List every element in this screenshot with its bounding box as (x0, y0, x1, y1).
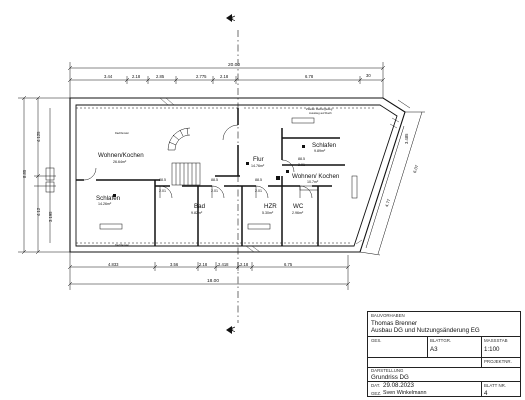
top-dimensions (67, 62, 386, 98)
dim-bottom-chain: 6.75 (284, 262, 293, 267)
massstab-label: MASSSTAB (484, 338, 508, 343)
section-letter: A (228, 326, 237, 332)
dim-top-chain: 2.775 (196, 74, 207, 79)
door-swings (83, 124, 313, 199)
door-height: 2.01 (255, 189, 262, 193)
section-marker-top: A (226, 14, 237, 22)
room-area: 10.7m² (307, 180, 319, 184)
room-markers (113, 145, 305, 197)
outer-walls (69, 97, 406, 253)
roof-windows (99, 117, 358, 230)
dim-bottom-chain: 2.18 (240, 262, 249, 267)
gez-label: GEZ. (371, 391, 382, 396)
projektnr-cell: PROJEKTNR. (481, 358, 520, 368)
room-name: WC (293, 203, 304, 210)
room-area: 26.64m² (113, 160, 127, 164)
dim-left-overall: 8.85 (22, 169, 27, 178)
left-dimensions (18, 95, 70, 255)
dim-left-chain: 4.12 (36, 207, 41, 216)
room-name: Wohnen/Kochen (98, 152, 144, 159)
dim-top-chain: 2.18 (132, 74, 141, 79)
exit-note-line2: Ausstieg auf Dach (309, 111, 332, 115)
section-marker-bottom: A (226, 326, 237, 334)
room-area: 9.89m² (314, 149, 326, 153)
left-detail (45, 167, 55, 193)
darstellung-value: Grundriss DG (371, 374, 409, 381)
bottom-dimensions (67, 252, 351, 290)
dim-top-small: 30 (366, 73, 371, 78)
room-area: 9.82m² (191, 211, 203, 215)
door-dimensions: 88.5 2.01 88.5 2.01 88.5 2.01 88.5 2.01 (159, 157, 305, 193)
room-name: Wohnen/ Kochen (292, 173, 340, 180)
project-name: Ausbau DG und Nutzungsänderung EG (371, 327, 480, 334)
ges-label: GES. (371, 338, 382, 343)
dim-bottom-chain: 2.418 (218, 262, 229, 267)
dim-right: 4.77 (384, 198, 391, 208)
inner-walls (76, 108, 345, 246)
title-block-row: DARSTELLUNG Grundriss DG (368, 367, 520, 382)
dim-bottom-chain: 4.833 (108, 262, 119, 267)
door-width: 88.5 (255, 178, 262, 182)
dim-top-chain: 3.44 (104, 74, 113, 79)
dim-top-chain: 6.78 (305, 74, 314, 79)
title-block-row: PROJEKTNR. (368, 357, 520, 368)
dim-top-chain: 2.18 (220, 74, 229, 79)
roof-window-note: Dachfenster (115, 131, 129, 135)
title-block-row: GES. BLATTGR. A3 MASSSTAB 1:100 (368, 336, 520, 358)
blattgr-cell: BLATTGR. A3 (427, 337, 482, 358)
massstab-cell: MASSSTAB 1:100 (481, 337, 520, 358)
dim-top-chain: 2.85 (156, 74, 165, 79)
wall-hatching (159, 97, 400, 253)
room-name: Flur (253, 156, 264, 163)
room-name: Schlafen (96, 195, 121, 202)
title-block-row: DAT. 29.08.2023 GEZ. Sven Winkelmann BLA… (368, 381, 520, 397)
room-area: 5.30m² (262, 211, 274, 215)
door-height: 2.01 (298, 163, 305, 167)
dat-label: DAT. (371, 383, 381, 388)
room-name: Schlafen (312, 142, 337, 149)
exit-note-line1: Zweiter Rettungsweg (306, 107, 333, 111)
blatt-cell: BLATT NR. 4 (481, 382, 520, 397)
dim-bottom-chain: 2.18 (199, 262, 208, 267)
dim-left-chain: 3.195 (48, 211, 53, 222)
door-width: 88.5 (298, 157, 305, 161)
room-area: 2.96m² (292, 211, 304, 215)
right-dimensions (359, 99, 425, 256)
darstellung-label: DARSTELLUNG (371, 368, 404, 373)
blattgr-value: A3 (430, 346, 438, 353)
dim-right: 3.485 (404, 133, 409, 144)
room-area: 14.76m² (251, 164, 265, 168)
dim-left-chain: 4.125 (36, 131, 41, 142)
dim-bottom-overall: 18.00 (207, 278, 219, 284)
blattgr-label: BLATTGR. (430, 338, 452, 343)
door-width: 88.5 (211, 178, 218, 182)
door-height: 2.01 (159, 189, 166, 193)
massstab-value: 1:100 (484, 346, 500, 353)
room-area: 14.26m² (98, 202, 112, 206)
title-block: BAUVORHABEN Thomas Brenner Ausbau DG und… (367, 311, 521, 397)
owner-name: Thomas Brenner (371, 320, 418, 327)
bauvorhaben-label: BAUVORHABEN (371, 313, 405, 318)
room-labels: Wohnen/Kochen 26.64m² Flur 14.76m² Schla… (96, 142, 340, 215)
blatt-value: 4 (484, 390, 488, 397)
date-value: 29.08.2023 (383, 382, 414, 389)
room-name: Bad (194, 203, 206, 210)
door-height: 2.01 (211, 189, 218, 193)
room-name: HZR (264, 203, 277, 210)
roof-window-note: Dachfenster (115, 243, 129, 247)
staircase (167, 127, 201, 186)
dim-top-overall: 20.00 (228, 62, 240, 68)
dim-right: 6.07 (412, 164, 419, 174)
section-letter: A (228, 15, 237, 21)
dim-bottom-chain: 3.56 (170, 262, 179, 267)
blatt-label: BLATT NR. (484, 383, 507, 388)
drawn-by-value: Sven Winkelmann (383, 390, 427, 396)
projektnr-label: PROJEKTNR. (484, 359, 512, 364)
door-width: 88.5 (159, 178, 166, 182)
